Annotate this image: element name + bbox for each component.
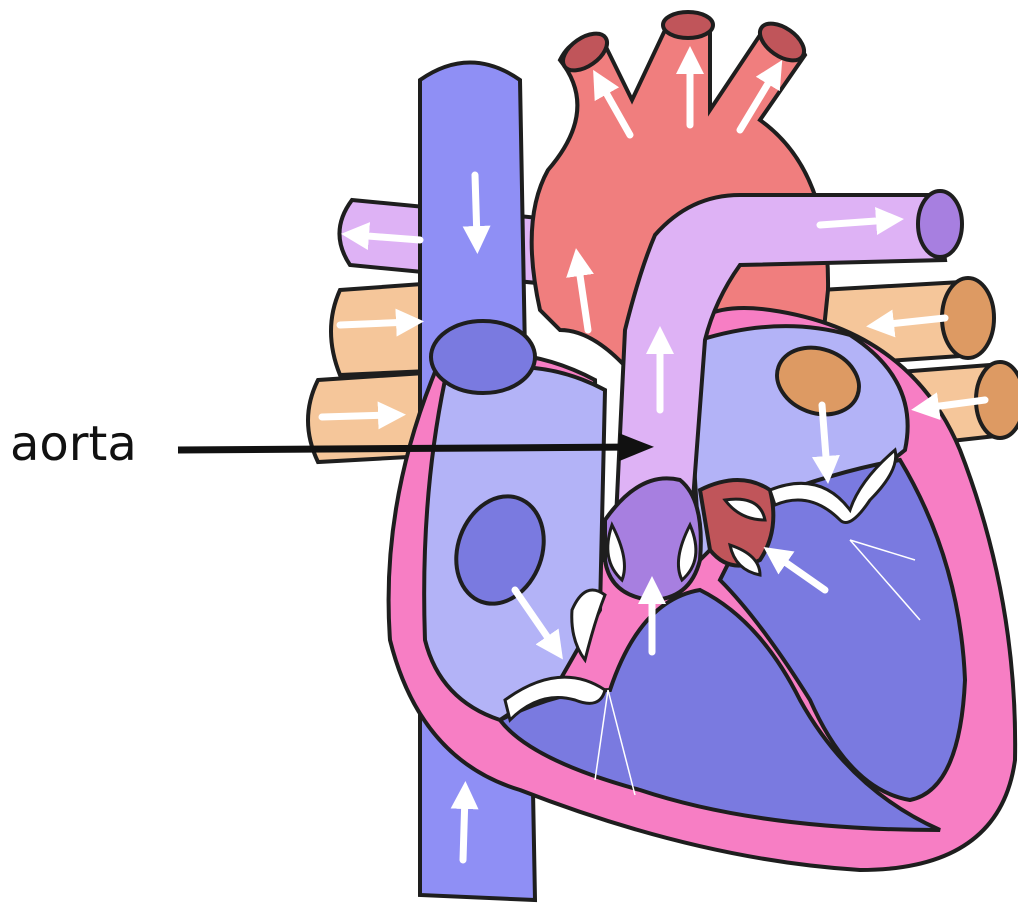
aorta-label: aorta	[10, 420, 137, 468]
aorta-pointer-arrow	[178, 447, 640, 450]
